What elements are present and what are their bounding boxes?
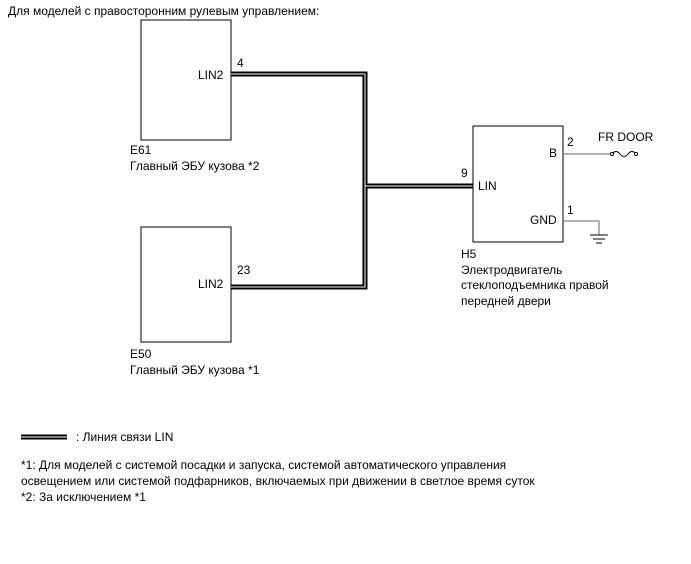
motor-h5-name-line-3: передней двери	[461, 294, 551, 308]
window-motor-h5: 9 LIN B 2 GND 1 H5 Электродвигатель стек…	[461, 125, 609, 308]
fuse-terminal-right	[633, 151, 639, 157]
ecu-e61-name: Главный ЭБУ кузова *2	[130, 159, 260, 173]
ecu-e50-pin-label: LIN2	[198, 277, 224, 291]
motor-h5-name-line-1: Электродвигатель	[461, 263, 562, 277]
ecu-e50-box	[140, 226, 232, 343]
fuse-icon	[611, 151, 637, 157]
fuse-label: FR DOOR	[598, 130, 654, 144]
ecu-e50-pin-number: 23	[237, 263, 251, 277]
ecu-e50-code: E50	[130, 347, 152, 361]
ecu-e50: LIN2 23 E50 Главный ЭБУ кузова *1	[130, 226, 260, 377]
fuse-terminal-left	[609, 151, 615, 157]
power-circuit: FR DOOR	[563, 130, 654, 157]
motor-lin-pin-label: LIN	[478, 179, 497, 193]
footnote-line-2: освещением или системой подфарников, вкл…	[21, 474, 535, 488]
legend-lin-label: : Линия связи LIN	[76, 430, 173, 444]
footnote-line-3: *2: За исключением *1	[21, 490, 146, 504]
motor-b-pin-label: B	[549, 146, 557, 160]
motor-b-pin-number: 2	[567, 135, 574, 149]
ecu-e61-box	[140, 19, 232, 141]
ground-wire	[563, 220, 600, 235]
ecu-e50-name: Главный ЭБУ кузова *1	[130, 363, 260, 377]
footnote-line-1: *1: Для моделей с системой посадки и зап…	[21, 458, 506, 472]
motor-gnd-pin-number: 1	[567, 203, 574, 217]
motor-h5-code: H5	[461, 247, 477, 261]
motor-lin-pin-number: 9	[461, 166, 468, 180]
motor-gnd-pin-label: GND	[530, 213, 557, 227]
footnotes: *1: Для моделей с системой посадки и зап…	[21, 458, 535, 504]
motor-h5-name-line-2: стеклоподъемника правой	[461, 278, 609, 292]
ecu-e61: LIN2 4 E61 Главный ЭБУ кузова *2	[130, 19, 260, 173]
lin-bus-main-outer	[231, 71, 368, 290]
ecu-e61-pin-number: 4	[237, 56, 244, 70]
ecu-e61-pin-label: LIN2	[198, 68, 224, 82]
ecu-e61-code: E61	[130, 143, 152, 157]
diagram-header: Для моделей с правосторонним рулевым упр…	[8, 4, 319, 18]
motor-h5-box	[472, 125, 564, 243]
lin-bus	[231, 71, 473, 290]
ground-circuit	[563, 220, 608, 244]
lin-bus-main-inner	[231, 73, 366, 288]
legend: : Линия связи LIN	[21, 430, 173, 444]
